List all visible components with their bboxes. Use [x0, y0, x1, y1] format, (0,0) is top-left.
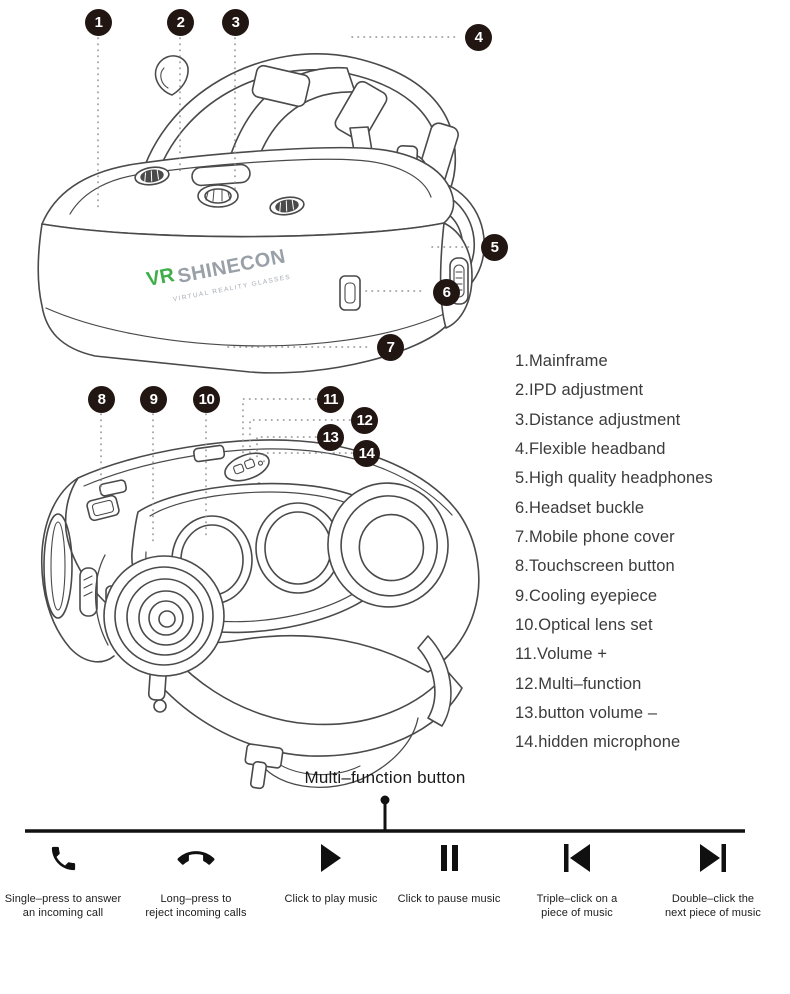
play-icon — [321, 840, 341, 876]
action-play: Click to play music — [251, 840, 411, 906]
parts-list-item: 5.High quality headphones — [515, 469, 713, 488]
callout-1: 1 — [85, 9, 112, 36]
pause-icon — [440, 840, 458, 876]
parts-list-item: 11.Volume + — [515, 645, 608, 664]
callout-12: 12 — [351, 407, 378, 434]
parts-list-item: 10.Optical lens set — [515, 616, 653, 635]
action-caption: Triple–click on a piece of music — [536, 893, 618, 919]
reject-call-icon — [176, 840, 216, 876]
previous-track-icon — [564, 840, 590, 876]
back-view-line-art — [40, 439, 480, 790]
callout-6: 6 — [433, 279, 460, 306]
action-caption: Click to pause music — [397, 893, 501, 905]
callout-4: 4 — [465, 24, 492, 51]
action-caption: Single–press to answer an incoming call — [4, 893, 122, 919]
parts-list-item: 1.Mainframe — [515, 352, 608, 370]
callout-10: 10 — [193, 386, 220, 413]
multifunction-rule — [25, 795, 745, 833]
parts-list-item: 14.hidden microphone — [515, 733, 681, 752]
callout-14: 14 — [353, 440, 380, 467]
callout-11: 11 — [317, 386, 344, 413]
parts-list-item: 8.Touchscreen button — [515, 557, 675, 576]
parts-list-item: 12.Multi–function — [515, 674, 642, 693]
callout-13: 13 — [317, 424, 344, 451]
answer-call-icon — [48, 840, 79, 876]
action-caption: Double–click the next piece of music — [664, 893, 762, 919]
action-caption: Click to play music — [284, 893, 378, 905]
brand-vr: VR — [145, 264, 177, 291]
next-track-icon — [700, 840, 726, 876]
parts-list-item: 6.Headset buckle — [515, 498, 645, 517]
action-reject-call: Long–press to reject incoming calls — [116, 840, 276, 920]
parts-list-item: 2.IPD adjustment — [515, 381, 644, 400]
callout-8: 8 — [88, 386, 115, 413]
action-answer-call: Single–press to answer an incoming call — [0, 840, 143, 920]
callout-2: 2 — [167, 9, 194, 36]
leader-lines — [97, 36, 473, 544]
callout-7: 7 — [377, 334, 404, 361]
front-view-line-art — [37, 53, 486, 374]
action-caption: Long–press to reject incoming calls — [145, 893, 247, 919]
callout-3: 3 — [222, 9, 249, 36]
multifunction-title: Multi–function button — [304, 768, 466, 787]
parts-list-item: 7.Mobile phone cover — [515, 528, 675, 547]
parts-list-item: 4.Flexible headband — [515, 440, 666, 459]
parts-list-item: 9.Cooling eyepiece — [515, 586, 658, 605]
callout-5: 5 — [481, 234, 508, 261]
parts-list: 1.Mainframe 2.IPD adjustment 3.Distance … — [515, 347, 785, 758]
action-next-track: Double–click the next piece of music — [633, 840, 790, 920]
parts-list-item: 3.Distance adjustment — [515, 410, 681, 429]
action-pause: Click to pause music — [369, 840, 529, 906]
action-previous-track: Triple–click on a piece of music — [497, 840, 657, 920]
callout-9: 9 — [140, 386, 167, 413]
parts-list-item: 13.button volume – — [515, 704, 658, 723]
